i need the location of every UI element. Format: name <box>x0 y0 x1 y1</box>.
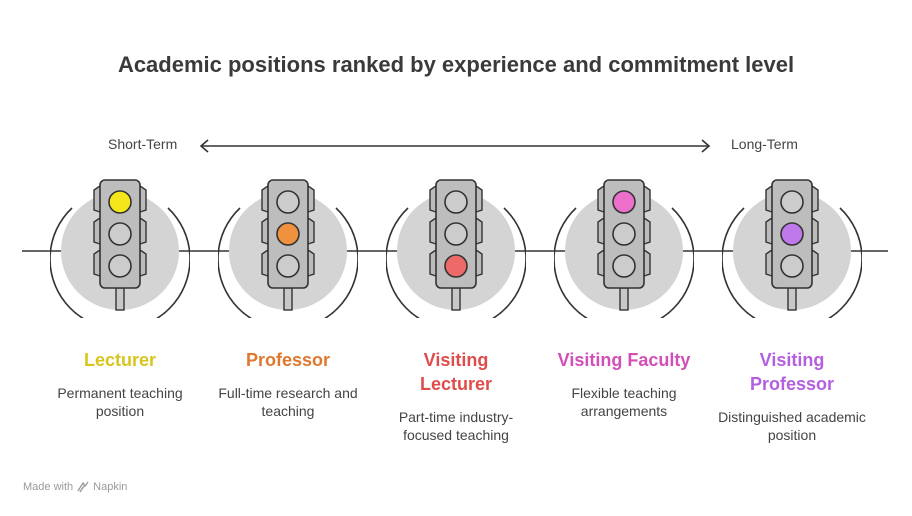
stage-description: Distinguished academic position <box>718 409 866 443</box>
side-flap <box>597 185 605 213</box>
side-flap <box>307 249 315 277</box>
side-flap <box>307 217 315 245</box>
side-flap <box>475 217 483 245</box>
side-flap <box>765 249 773 277</box>
traffic-light-icon <box>386 179 526 318</box>
side-flap <box>811 249 819 277</box>
side-flap <box>597 217 605 245</box>
active-lamp <box>276 222 300 246</box>
side-flap <box>765 217 773 245</box>
pole <box>283 287 293 311</box>
side-flap <box>643 185 651 213</box>
side-flap <box>643 217 651 245</box>
long-term-label: Long-Term <box>731 136 798 152</box>
traffic-light-icon <box>50 179 190 318</box>
diagram-title: Academic positions ranked by experience … <box>117 52 795 77</box>
stage-description: Permanent teaching position <box>57 385 183 419</box>
side-flap <box>475 249 483 277</box>
inactive-lamp <box>108 222 132 246</box>
pole <box>451 287 461 311</box>
active-lamp <box>108 190 132 214</box>
pole <box>787 287 797 311</box>
side-flap <box>643 249 651 277</box>
outer-ring <box>554 207 694 318</box>
outer-ring <box>386 207 526 318</box>
footer-text: Made with <box>23 481 74 493</box>
stage-description: Part-time industry-focused teaching <box>398 409 514 443</box>
inactive-lamp <box>276 190 300 214</box>
side-flap <box>139 217 147 245</box>
stage-title: Professor <box>245 350 331 370</box>
napkin-logo-icon <box>77 481 89 493</box>
stage-title: Visiting Lecturer <box>419 350 493 394</box>
side-flap <box>475 185 483 213</box>
inactive-lamp <box>780 254 804 278</box>
traffic-light-icon <box>218 179 358 318</box>
side-flap <box>429 249 437 277</box>
side-flap <box>307 185 315 213</box>
stage-title: Lecturer <box>83 350 157 370</box>
pole <box>115 287 125 311</box>
inactive-lamp <box>612 222 636 246</box>
stage-visiting-lecturer: Visiting Lecturer Part-time industry-foc… <box>372 168 540 458</box>
side-flap <box>261 185 269 213</box>
side-flap <box>429 217 437 245</box>
side-flap <box>139 185 147 213</box>
side-flap <box>139 249 147 277</box>
inactive-lamp <box>444 222 468 246</box>
side-flap <box>93 217 101 245</box>
stage-lecturer: Lecturer Permanent teaching position <box>36 168 204 458</box>
stage-visiting-professor: Visiting Professor Distinguished academi… <box>708 168 876 458</box>
active-lamp <box>780 222 804 246</box>
outer-ring <box>218 207 358 318</box>
side-flap <box>811 185 819 213</box>
stage-professor: Professor Full-time research and teachin… <box>204 168 372 458</box>
stage-description: Flexible teaching arrangements <box>571 385 677 419</box>
stage-title: Visiting Professor <box>749 350 835 394</box>
traffic-light-icon <box>554 179 694 318</box>
inactive-lamp <box>108 254 132 278</box>
inactive-lamp <box>444 190 468 214</box>
short-term-label: Short-Term <box>108 136 178 152</box>
inactive-lamp <box>612 254 636 278</box>
side-flap <box>811 217 819 245</box>
side-flap <box>93 185 101 213</box>
inactive-lamp <box>276 254 300 278</box>
footer-credit: Made with Napkin <box>23 481 127 493</box>
active-lamp <box>612 190 636 214</box>
timeline-arrow <box>199 139 711 153</box>
footer-brand: Napkin <box>93 481 128 493</box>
side-flap <box>597 249 605 277</box>
side-flap <box>261 217 269 245</box>
side-flap <box>93 249 101 277</box>
outer-ring <box>722 207 862 318</box>
pole <box>619 287 629 311</box>
stage-description: Full-time research and teaching <box>218 385 358 419</box>
traffic-light-icon <box>722 179 862 318</box>
inactive-lamp <box>780 190 804 214</box>
stage-visiting-faculty: Visiting Faculty Flexible teaching arran… <box>540 168 708 458</box>
side-flap <box>765 185 773 213</box>
outer-ring <box>50 207 190 318</box>
side-flap <box>429 185 437 213</box>
active-lamp <box>444 254 468 278</box>
stage-title: Visiting Faculty <box>557 350 691 370</box>
side-flap <box>261 249 269 277</box>
